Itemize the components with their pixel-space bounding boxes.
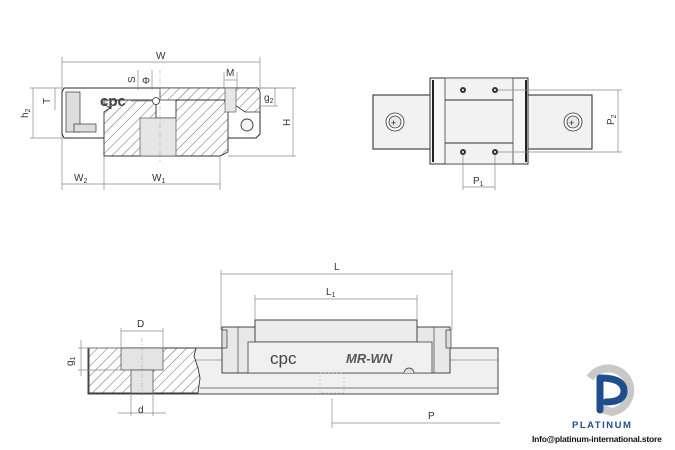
dim-M: M [226,68,234,79]
dim-P2: P2 [606,114,618,125]
top-view: + + P1 P2 [372,77,622,190]
front-section-view: W S Φ M g2 H h2 T W2 W1 cpc [20,51,296,190]
model-label: MR-WN [346,351,393,366]
dim-W2: W2 [74,173,87,185]
platinum-logo [586,364,635,417]
svg-text:+: + [569,118,574,128]
dim-d: d [138,405,144,416]
dim-H: H [282,119,293,126]
logo-email: Info@platinum-international.store [532,434,662,444]
svg-text:+: + [391,118,396,128]
dim-T: T [42,98,53,104]
dim-W: W [156,51,166,62]
dim-phi: Φ [142,76,150,87]
dim-g1: g1 [65,356,77,366]
dim-S: S [127,76,138,83]
front-brand-logo: cpc [100,93,126,110]
side-brand-logo: cpc [270,349,297,368]
dim-L1: L1 [326,287,336,299]
dim-g2: g2 [264,93,274,105]
logo-name: PLATINUM [572,420,633,431]
dim-W1: W1 [152,173,165,185]
side-view: L L1 D d g1 P cpc MR-WN [65,262,500,428]
dim-h2: h2 [20,108,32,118]
dim-P1: P1 [473,176,484,188]
dim-P: P [428,411,435,422]
dim-D: D [137,319,144,330]
dim-L: L [334,262,340,273]
